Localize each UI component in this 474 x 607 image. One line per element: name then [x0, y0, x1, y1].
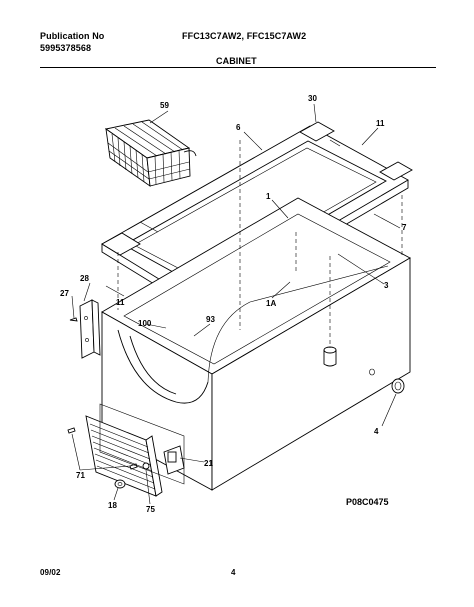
- callout-28: 28: [80, 274, 89, 283]
- callout-11-top: 11: [376, 119, 385, 128]
- callout-75: 75: [146, 505, 155, 514]
- footer-date: 09/02: [40, 568, 61, 577]
- callout-59: 59: [160, 101, 169, 110]
- compressor-compartment: [99, 403, 185, 485]
- model-numbers: FFC13C7AW2, FFC15C7AW2: [182, 31, 307, 41]
- header-rule: [40, 67, 436, 68]
- drawing-code: P08C0475: [346, 497, 389, 507]
- callout-7: 7: [402, 223, 407, 232]
- cabinet-body: [101, 197, 411, 491]
- callout-11-left: 11: [116, 298, 125, 307]
- callout-27: 27: [60, 289, 69, 298]
- basket-part: [104, 119, 197, 187]
- publication-number: 5995378568: [40, 43, 92, 53]
- callout-18: 18: [108, 501, 117, 510]
- callout-100: 100: [138, 319, 152, 328]
- leader-lines: [71, 103, 401, 505]
- alignment-guides: [117, 140, 403, 348]
- compressor-grille: [85, 415, 163, 497]
- hinge-assembly: [69, 299, 101, 359]
- callout-1a: 1A: [266, 299, 276, 308]
- callout-1: 1: [266, 192, 271, 201]
- callout-30: 30: [308, 94, 317, 103]
- callout-71: 71: [76, 471, 85, 480]
- grille-screw: [67, 427, 76, 434]
- publication-label: Publication No: [40, 31, 105, 41]
- callout-3: 3: [384, 281, 389, 290]
- grille-screw-2: [129, 463, 138, 470]
- leveling-foot: [114, 479, 126, 489]
- callout-21: 21: [204, 459, 213, 468]
- callout-4: 4: [374, 427, 379, 436]
- section-title: CABINET: [216, 56, 257, 66]
- callout-6: 6: [236, 123, 241, 132]
- footer-page-number: 4: [231, 568, 236, 577]
- callout-93: 93: [206, 315, 215, 324]
